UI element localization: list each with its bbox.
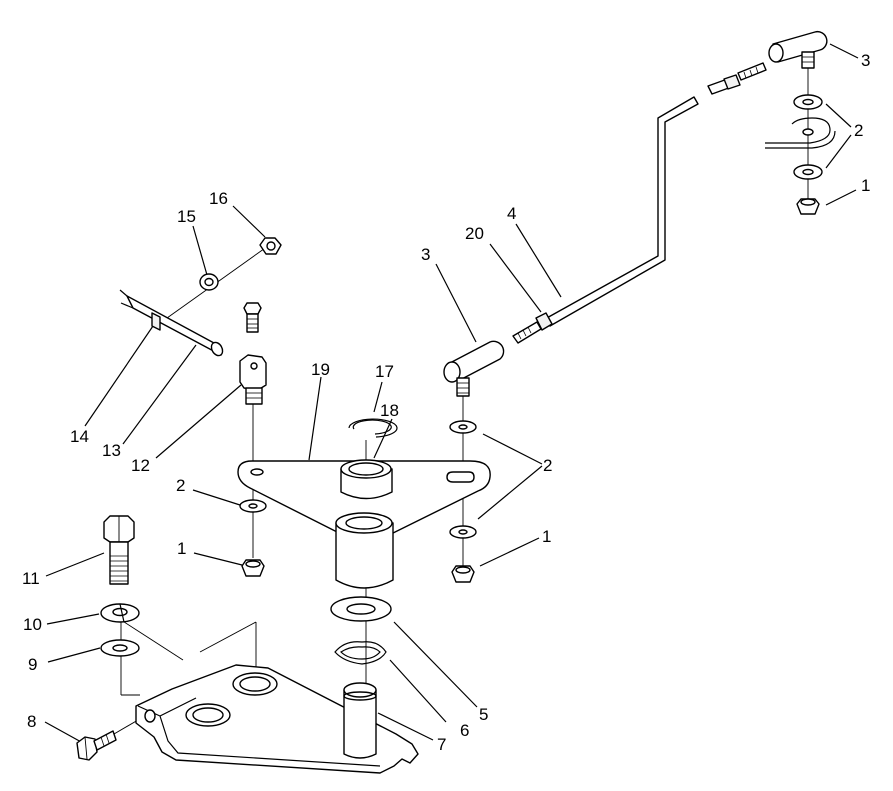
callout-18: 18 [380,401,399,420]
callout-7: 7 [437,735,447,754]
callout-16: 16 [209,189,228,208]
hex-bolt-8 [76,730,117,761]
ball-joint-top [768,30,828,69]
bracket-arm-top [765,117,836,149]
callout-6: 6 [460,721,470,740]
callout-17: 17 [375,362,394,381]
triangle-plate [237,460,491,542]
link-rod [544,96,699,327]
callout-2-left: 2 [176,476,186,495]
wave-washer-6 [334,641,387,665]
bracket-boss-left [185,703,231,727]
callout-14: 14 [70,427,89,446]
callout-2-top: 2 [854,121,864,140]
control-tube [119,289,224,357]
pivot-pin-7 [343,682,377,759]
hub-sleeve [335,512,394,589]
washer-left-2 [239,499,267,513]
callout-3-top: 3 [861,51,871,70]
washer-right-2-upper [449,420,477,434]
washer-top-upper [793,94,823,110]
ball-joint-mid [443,340,505,397]
threaded-stud [512,312,553,344]
callout-2-mid: 2 [543,456,553,475]
callout-1-left: 1 [177,539,187,558]
callout-15: 15 [177,207,196,226]
callout-8: 8 [27,712,37,731]
leader-lines [44,43,859,744]
callout-13: 13 [102,441,121,460]
lock-nut-right-1 [451,565,475,583]
bushing-18 [340,459,393,500]
nut-16 [259,237,282,255]
callout-9: 9 [28,655,38,674]
callout-3-mid: 3 [421,245,431,264]
callout-5: 5 [479,705,489,724]
callout-11: 11 [22,569,40,588]
split-lock-washer-10 [100,603,140,623]
flat-washer-9 [100,639,140,657]
lock-nut-top [796,198,820,215]
washer-top-lower [793,164,823,180]
callout-19: 19 [311,360,330,379]
callout-1-right: 1 [542,527,552,546]
callout-1-top: 1 [861,176,871,195]
bracket-boss-right [232,672,278,696]
lock-nut-left-1 [241,559,265,577]
threaded-stud-top [707,62,767,95]
tube-clip [151,312,161,331]
swivel-block [239,354,267,405]
snap-ring-17 [348,418,398,438]
hex-bolt-11 [103,515,135,585]
callout-12: 12 [131,456,150,475]
thrust-washer-5 [330,596,392,622]
washer-right-2-lower [449,525,477,539]
center-lines [113,68,809,735]
callout-4: 4 [507,204,517,223]
callout-10: 10 [23,615,42,634]
callout-20: 20 [465,224,484,243]
lock-washer-15 [199,273,219,291]
cap-screw-top [243,302,262,333]
